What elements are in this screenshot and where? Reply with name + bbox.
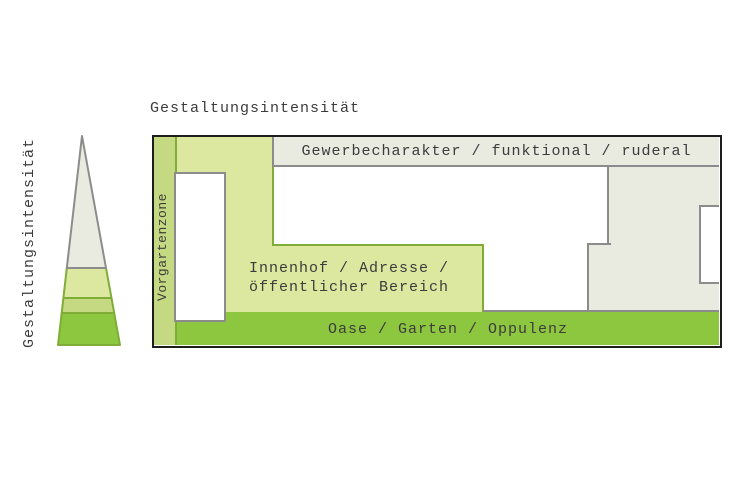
zone-oase-label: Oase / Garten / Oppulenz (327, 321, 569, 338)
zone-gewerbe-label: Gewerbecharakter / funktional / ruderal (301, 142, 692, 160)
border-oase-top (483, 310, 719, 312)
border-innenhof-step-right (482, 244, 484, 312)
building-footprint-right (699, 205, 719, 284)
left-axis-label: Gestaltungsintensität (21, 137, 38, 348)
building-footprint-left (174, 172, 226, 322)
pyramid-section-oase (58, 313, 120, 345)
pyramid-section-vorgarten (61, 298, 115, 313)
site-plan: Oase / Garten / Oppulenz Gewerbecharakte… (152, 135, 722, 348)
page-title: Gestaltungsintensität (150, 100, 361, 117)
left-axis-label-wrap: Gestaltungsintensität (20, 138, 38, 348)
pyramid-section-gewerbe (66, 136, 106, 268)
border-gewerbe-step (587, 243, 611, 245)
zone-gewerbe-band: Gewerbecharakter / funktional / ruderal (272, 137, 719, 167)
border-innenhof-step-top (272, 244, 484, 246)
zone-gewerbe-right-lower (587, 245, 719, 312)
zone-innenhof-label-line1: Innenhof / Adresse / (249, 260, 450, 277)
zone-innenhof-label-line2: öffentlicher Bereich (249, 279, 450, 296)
zone-oase: Oase / Garten / Oppulenz (177, 312, 719, 345)
zone-innenhof-horizontal (274, 244, 484, 312)
zone-innenhof-label: Innenhof / Adresse / öffentlicher Bereic… (249, 259, 449, 297)
zone-vorgartenzone-label-wrap: Vorgartenzone (155, 182, 173, 312)
intensity-pyramid (57, 135, 121, 346)
pyramid-section-oase-stroke (57, 312, 121, 346)
pyramid-section-innenhof (63, 268, 112, 298)
pyramid-section-gewerbe-stroke (65, 135, 107, 269)
zone-vorgartenzone-label: Vorgartenzone (155, 193, 170, 301)
border-innenhof-white-left (272, 167, 274, 246)
